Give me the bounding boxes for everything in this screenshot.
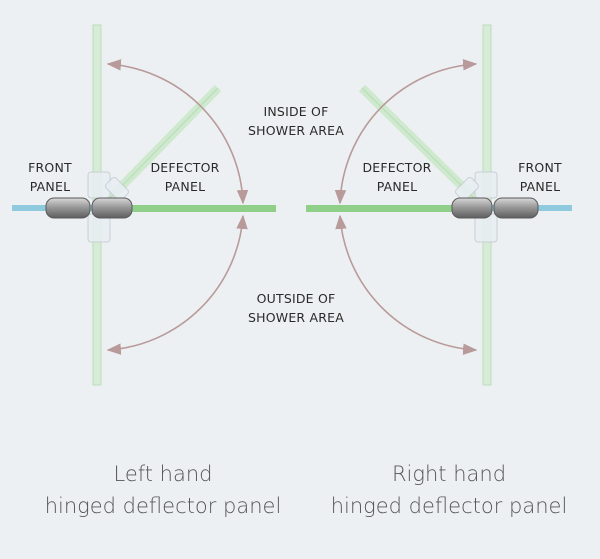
left-outside-swing-arc [106,214,248,355]
right-outside-swing-arc [335,214,478,355]
left-inside-swing-arc [106,59,249,205]
left-front-panel-label: FRONT PANEL [28,160,72,194]
left-hinged-assembly [12,24,276,386]
left-hinge-metal-deflector [91,197,133,219]
right-caption: Right hand hinged deflector panel [330,462,568,518]
outside-shower-area-label: OUTSIDE OF SHOWER AREA [248,291,344,325]
right-deflector-panel-label: DEFECTOR PANEL [362,160,432,194]
right-hinge-metal-deflector [451,197,493,219]
left-deflector-panel-glass [100,205,276,212]
left-deflector-panel-label: DEFECTOR PANEL [150,160,220,194]
left-hinge-metal-front [45,197,91,219]
right-front-panel-label: FRONT PANEL [518,160,562,194]
inside-shower-area-label: INSIDE OF SHOWER AREA [248,104,344,138]
right-hinged-assembly [306,24,572,386]
right-hinge-metal-front [493,197,539,219]
right-deflector-panel-glass [306,205,484,212]
left-caption: Left hand hinged deflector panel [44,462,282,518]
right-inside-swing-arc [334,59,478,205]
